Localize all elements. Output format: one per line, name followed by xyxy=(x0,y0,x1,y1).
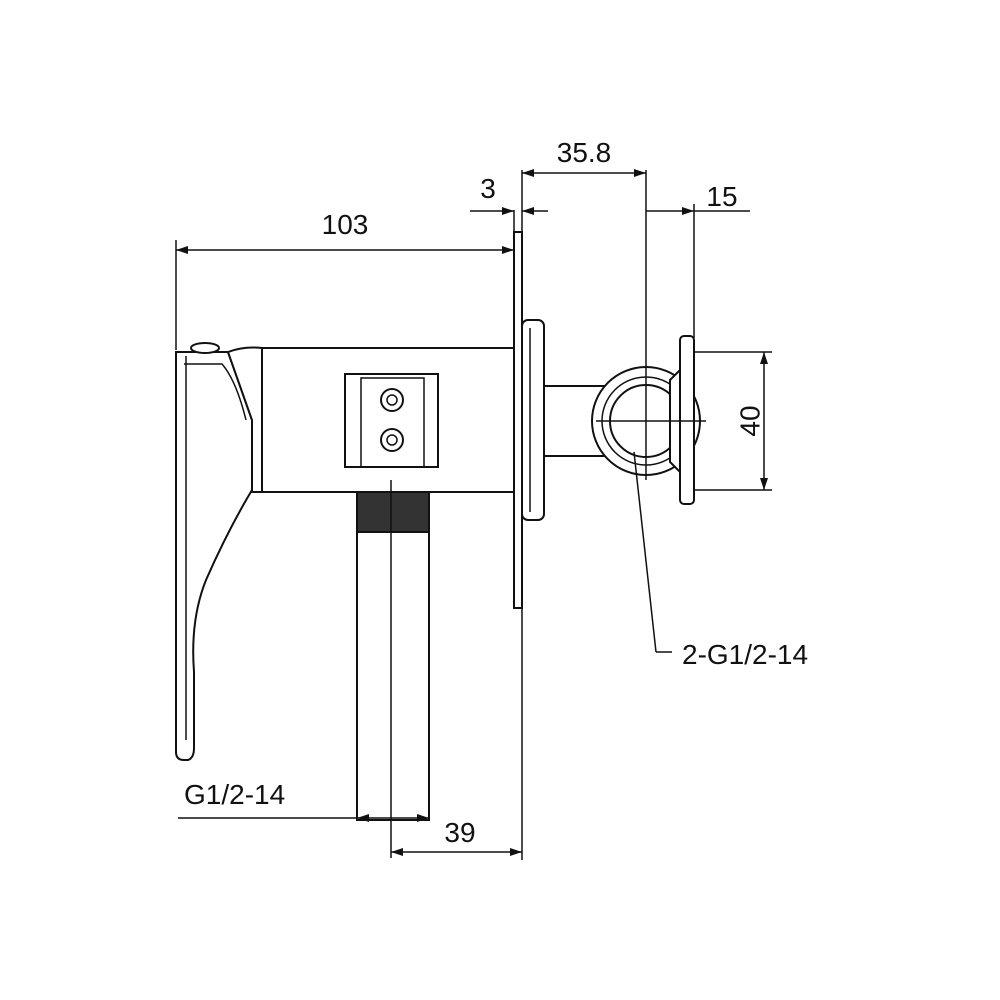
inlet-thread-label: G1/2-14 xyxy=(184,779,285,810)
outlet-thread-label: 2-G1/2-14 xyxy=(682,639,808,670)
screw-lower xyxy=(380,428,404,452)
dimension-plate-thickness: 3 xyxy=(470,170,548,232)
dimension-inlet-offset: 39 xyxy=(391,608,523,860)
lever-pin xyxy=(190,342,220,354)
dimension-overall-length: 103 xyxy=(175,209,515,350)
dim-40-label: 40 xyxy=(734,405,765,436)
lever-inner-curve xyxy=(184,356,247,740)
screw-upper-inner xyxy=(386,394,398,406)
dimension-outlet-flange: 15 xyxy=(646,181,750,338)
screw-upper xyxy=(380,388,404,412)
dimension-outlet-height: 40 xyxy=(694,351,772,491)
mixer-valve-outline xyxy=(175,231,701,858)
leader-outlet-thread: 2-G1/2-14 xyxy=(633,451,808,670)
inlet-pipe xyxy=(356,531,430,821)
lever-neck xyxy=(226,346,263,493)
dimension-outlet-offset: 35.8 xyxy=(522,137,646,177)
lever-handle xyxy=(175,351,253,761)
dim-39-label: 39 xyxy=(444,817,475,848)
outlet-centerlines xyxy=(596,170,706,480)
inlet-thread xyxy=(356,491,430,533)
cartridge-window-inner xyxy=(360,377,425,468)
dim-35-8-label: 35.8 xyxy=(557,137,612,168)
outlet-flange xyxy=(679,335,695,505)
escutcheon xyxy=(521,319,545,521)
leader-inlet-thread: G1/2-14 xyxy=(178,779,429,822)
dim-15-label: 15 xyxy=(706,181,737,212)
screw-lower-inner xyxy=(386,434,398,446)
dim-103-label: 103 xyxy=(322,209,369,240)
wall-plate xyxy=(513,231,523,609)
dim-3-label: 3 xyxy=(480,173,496,204)
